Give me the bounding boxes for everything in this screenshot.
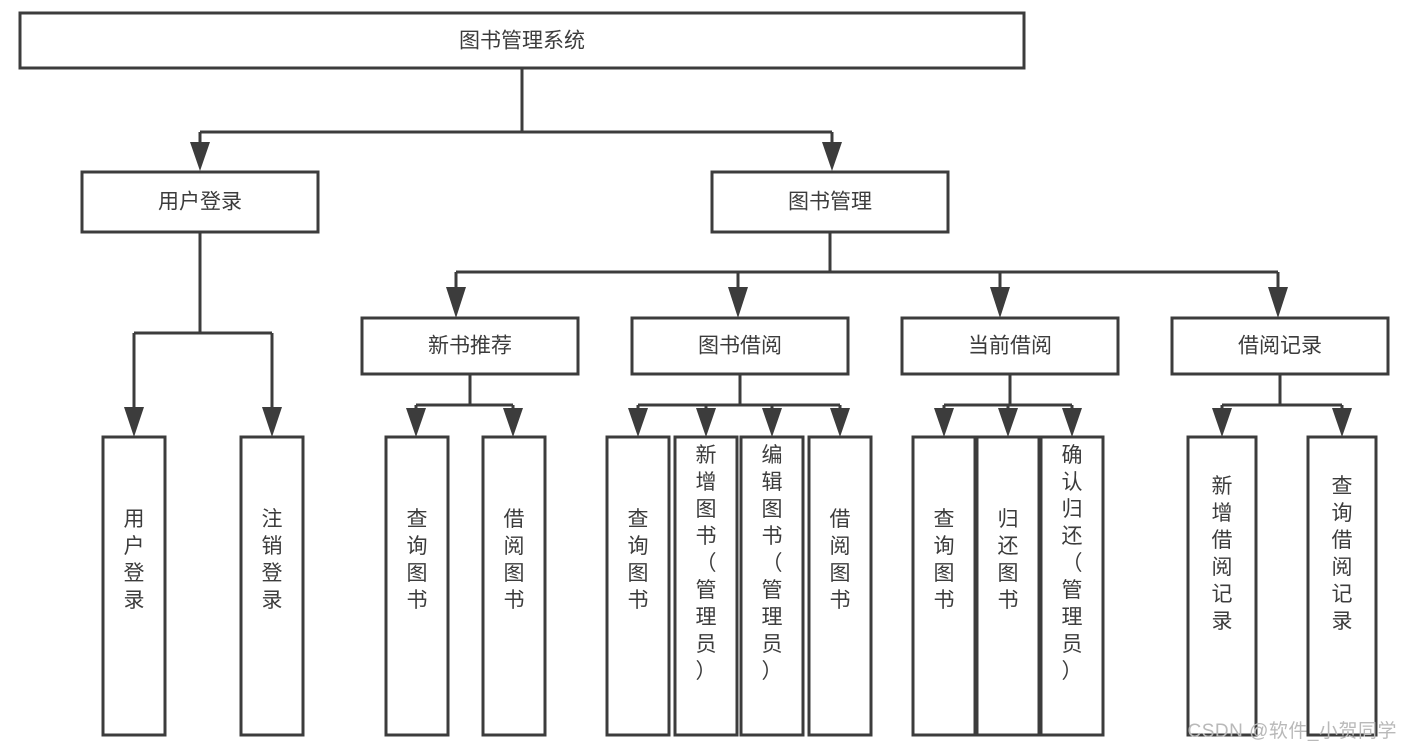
leaf-borrow-book-1-label: 借阅图书 bbox=[504, 508, 525, 612]
node-leaf-return-book[interactable]: 归还图书 bbox=[975, 435, 1041, 737]
book-borrow-label: 图书借阅 bbox=[698, 335, 782, 358]
leaf-borrow-book-2-box bbox=[807, 435, 873, 737]
node-leaf-add-record[interactable]: 新增借阅记录 bbox=[1186, 435, 1258, 737]
node-book-management[interactable]: 图书管理 bbox=[710, 170, 950, 234]
leaf-query-book-3-label: 查询图书 bbox=[934, 508, 955, 612]
user-login-box bbox=[80, 170, 320, 234]
leaf-query-book-1-box bbox=[384, 435, 450, 737]
arrow-to-book-management bbox=[822, 142, 842, 171]
leaf-add-record-label: 新增借阅记录 bbox=[1212, 475, 1233, 633]
leaf-add-record-box bbox=[1186, 435, 1258, 737]
book-management-label: 图书管理 bbox=[788, 191, 872, 214]
leaf-query-record-label: 查询借阅记录 bbox=[1332, 475, 1353, 633]
leaf-confirm-return-box bbox=[1039, 435, 1105, 737]
arrow-to-leaf-query-record bbox=[1332, 408, 1352, 437]
node-leaf-confirm-return[interactable]: 确认归还（管理员） bbox=[1039, 435, 1105, 737]
arrow-to-leaf-logout-login bbox=[262, 407, 282, 437]
node-leaf-add-book[interactable]: 新增图书（管理员） bbox=[673, 435, 739, 737]
node-leaf-query-record[interactable]: 查询借阅记录 bbox=[1306, 435, 1378, 737]
arrow-to-leaf-borrow-book-2 bbox=[830, 408, 850, 437]
arrow-to-leaf-user-login bbox=[124, 407, 144, 437]
leaf-logout-login-box bbox=[239, 435, 305, 737]
arrow-to-new-book-recommend bbox=[446, 287, 466, 318]
root-label: 图书管理系统 bbox=[459, 30, 585, 53]
arrow-to-leaf-query-book-1 bbox=[406, 408, 426, 437]
leaf-add-book-box bbox=[673, 435, 739, 737]
current-borrow-box bbox=[900, 316, 1120, 376]
arrow-to-user-login bbox=[190, 142, 210, 171]
node-user-login[interactable]: 用户登录 bbox=[80, 170, 320, 234]
node-leaf-query-book-3[interactable]: 查询图书 bbox=[911, 435, 977, 737]
node-leaf-user-login[interactable]: 用户登录 bbox=[101, 435, 167, 737]
arrow-to-borrow-record bbox=[1268, 287, 1288, 318]
arrow-to-leaf-edit-book bbox=[762, 408, 782, 437]
node-leaf-borrow-book-1[interactable]: 借阅图书 bbox=[481, 435, 547, 737]
leaf-confirm-return-label: 确认归还（管理员） bbox=[1062, 444, 1083, 683]
node-new-book-recommend[interactable]: 新书推荐 bbox=[360, 316, 580, 376]
arrow-to-leaf-add-record bbox=[1212, 408, 1232, 437]
connector-book-management-to-level2 bbox=[446, 232, 1288, 318]
leaf-logout-login-label: 注销登录 bbox=[262, 508, 283, 612]
arrow-to-leaf-return-book bbox=[998, 408, 1018, 437]
leaf-query-record-box bbox=[1306, 435, 1378, 737]
node-leaf-query-book-1[interactable]: 查询图书 bbox=[384, 435, 450, 737]
leaf-user-login-label: 用户登录 bbox=[124, 508, 145, 612]
arrow-to-book-borrow bbox=[728, 287, 748, 318]
leaf-query-book-2-label: 查询图书 bbox=[628, 508, 649, 612]
leaf-return-book-label: 归还图书 bbox=[998, 508, 1019, 612]
new-book-recommend-label: 新书推荐 bbox=[428, 335, 512, 358]
connector-borrow-record-to-leaves bbox=[1212, 374, 1352, 437]
leaf-user-login-box bbox=[101, 435, 167, 737]
leaf-borrow-book-1-box bbox=[481, 435, 547, 737]
node-root[interactable]: 图书管理系统 bbox=[18, 11, 1026, 70]
connector-current-borrow-to-leaves bbox=[934, 374, 1082, 437]
leaf-return-book-box bbox=[975, 435, 1041, 737]
node-leaf-edit-book[interactable]: 编辑图书（管理员） bbox=[739, 435, 805, 737]
root-box bbox=[18, 11, 1026, 70]
leaf-query-book-3-box bbox=[911, 435, 977, 737]
node-leaf-borrow-book-2[interactable]: 借阅图书 bbox=[807, 435, 873, 737]
connector-root-to-level1 bbox=[190, 68, 842, 171]
arrow-to-leaf-query-book-3 bbox=[934, 408, 954, 437]
arrow-to-current-borrow bbox=[990, 287, 1010, 318]
arrow-to-leaf-add-book bbox=[696, 408, 716, 437]
borrow-record-label: 借阅记录 bbox=[1238, 335, 1322, 358]
node-borrow-record[interactable]: 借阅记录 bbox=[1170, 316, 1390, 376]
leaf-edit-book-box bbox=[739, 435, 805, 737]
node-leaf-query-book-2[interactable]: 查询图书 bbox=[605, 435, 671, 737]
leaf-borrow-book-2-label: 借阅图书 bbox=[830, 508, 851, 612]
arrow-to-leaf-query-book-2 bbox=[628, 408, 648, 437]
leaf-add-book-label: 新增图书（管理员） bbox=[696, 444, 717, 683]
leaf-query-book-2-box bbox=[605, 435, 671, 737]
leaf-query-book-1-label: 查询图书 bbox=[407, 508, 428, 612]
current-borrow-label: 当前借阅 bbox=[968, 335, 1052, 358]
connector-user-login-to-leaves bbox=[124, 232, 282, 437]
node-current-borrow[interactable]: 当前借阅 bbox=[900, 316, 1120, 376]
user-login-label: 用户登录 bbox=[158, 191, 242, 214]
arrow-to-leaf-borrow-book-1 bbox=[503, 408, 523, 437]
leaf-edit-book-label: 编辑图书（管理员） bbox=[762, 444, 783, 683]
node-book-borrow[interactable]: 图书借阅 bbox=[630, 316, 850, 376]
arrow-to-leaf-confirm-return bbox=[1062, 408, 1082, 437]
connector-new-book-recommend-to-leaves bbox=[406, 374, 523, 437]
node-leaf-logout-login[interactable]: 注销登录 bbox=[239, 435, 305, 737]
connector-book-borrow-to-leaves bbox=[628, 374, 850, 437]
new-book-recommend-box bbox=[360, 316, 580, 376]
